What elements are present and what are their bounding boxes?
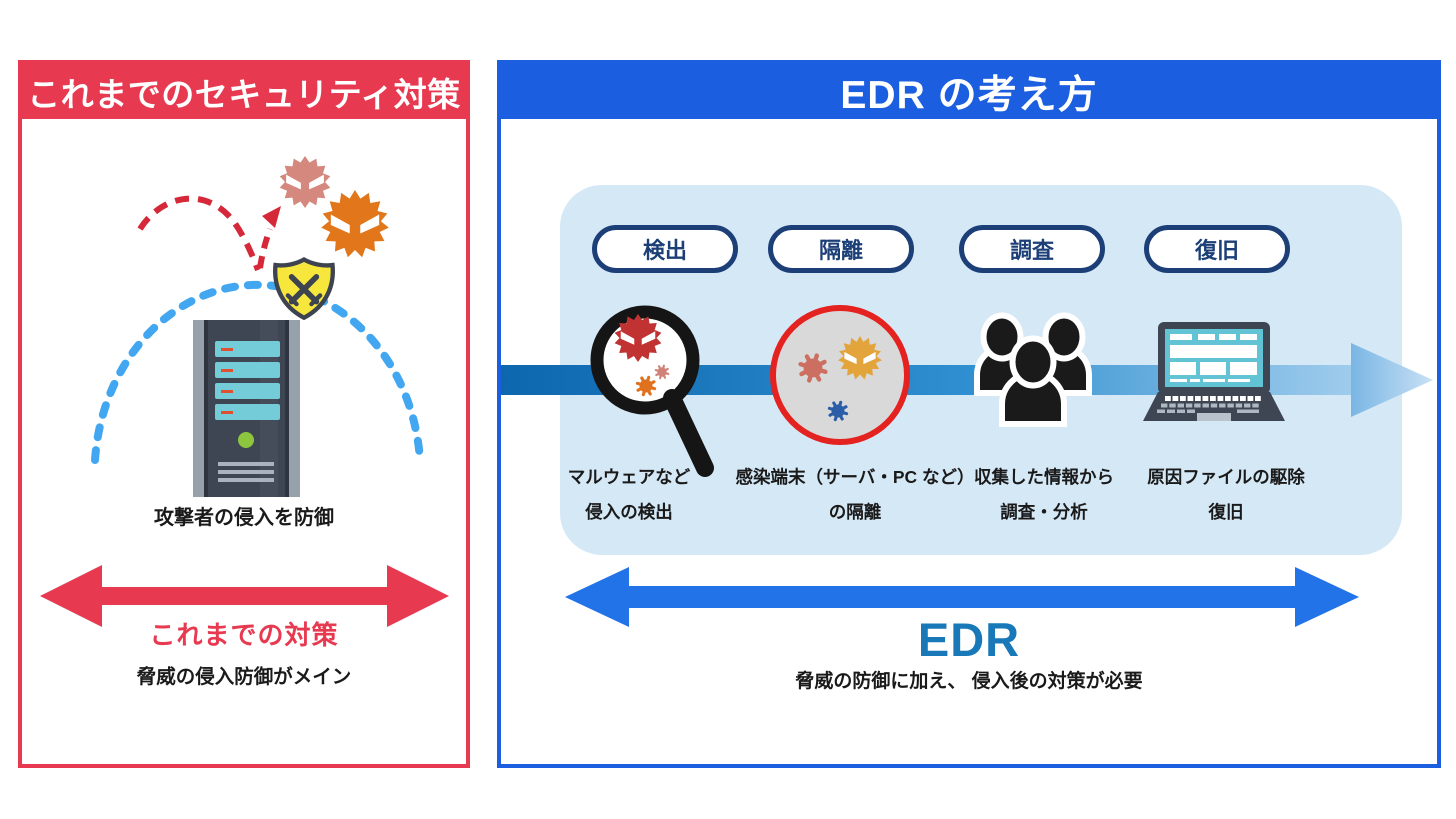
server-icon [193, 320, 300, 497]
step-caption-recover: 原因ファイルの駆除 復旧 [1066, 460, 1386, 530]
step-pill-recover: 復旧 [1144, 225, 1290, 273]
caption-line: 感染端末（サーバ・PC など） [735, 467, 975, 487]
virus-eyes [330, 214, 380, 234]
edr-panel-title: EDR の考え方 [501, 64, 1437, 119]
caption-line: マルウェアなど [567, 467, 691, 487]
legacy-security-panel: これまでのセキュリティ対策 [18, 60, 470, 768]
step-pill-label: 隔離 [818, 238, 863, 263]
step-pill-label: 検出 [642, 238, 687, 263]
legacy-arrow-label: これまでの対策 [149, 620, 339, 650]
caption-line: の隔離 [828, 502, 882, 522]
server-caption: 攻撃者の侵入を防御 [154, 507, 334, 529]
caption-line: 侵入の検出 [585, 502, 673, 522]
step-pill-label: 復旧 [1194, 238, 1239, 263]
step-pill-label: 調査 [1009, 238, 1054, 263]
deflected-attack-arrow [137, 195, 281, 272]
defense-dome-arc [91, 280, 424, 464]
virus-icon [321, 190, 389, 258]
edr-arrow-label: EDR [917, 613, 1021, 666]
step-caption-isolate: 感染端末（サーバ・PC など） の隔離 [695, 460, 1015, 530]
legacy-description: 脅威の侵入防御がメイン [136, 666, 352, 688]
virus-eyes [286, 174, 324, 190]
server-drive-bays [215, 341, 280, 420]
legacy-security-illustration [40, 156, 449, 627]
caption-line: 収集した情報から [974, 467, 1114, 487]
shield-icon [273, 256, 335, 321]
caption-line: 復旧 [1208, 502, 1244, 522]
step-pill-investigate: 調査 [959, 225, 1105, 273]
step-caption-investigate: 収集した情報から 調査・分析 [884, 460, 1204, 530]
edr-panel: EDR の考え方 [497, 60, 1441, 768]
virus-icon [279, 156, 331, 208]
step-pill-isolate: 隔離 [768, 225, 914, 273]
caption-line: 調査・分析 [1000, 502, 1088, 522]
legacy-panel-title: これまでのセキュリティ対策 [22, 64, 466, 119]
server-led [238, 432, 254, 448]
edr-description: 脅威の防御に加え、 侵入後の対策が必要 [795, 671, 1143, 692]
step-pill-detect: 検出 [592, 225, 738, 273]
step-caption-detect: マルウェアなど 侵入の検出 [469, 460, 789, 530]
caption-line: 原因ファイルの駆除 [1147, 467, 1305, 487]
